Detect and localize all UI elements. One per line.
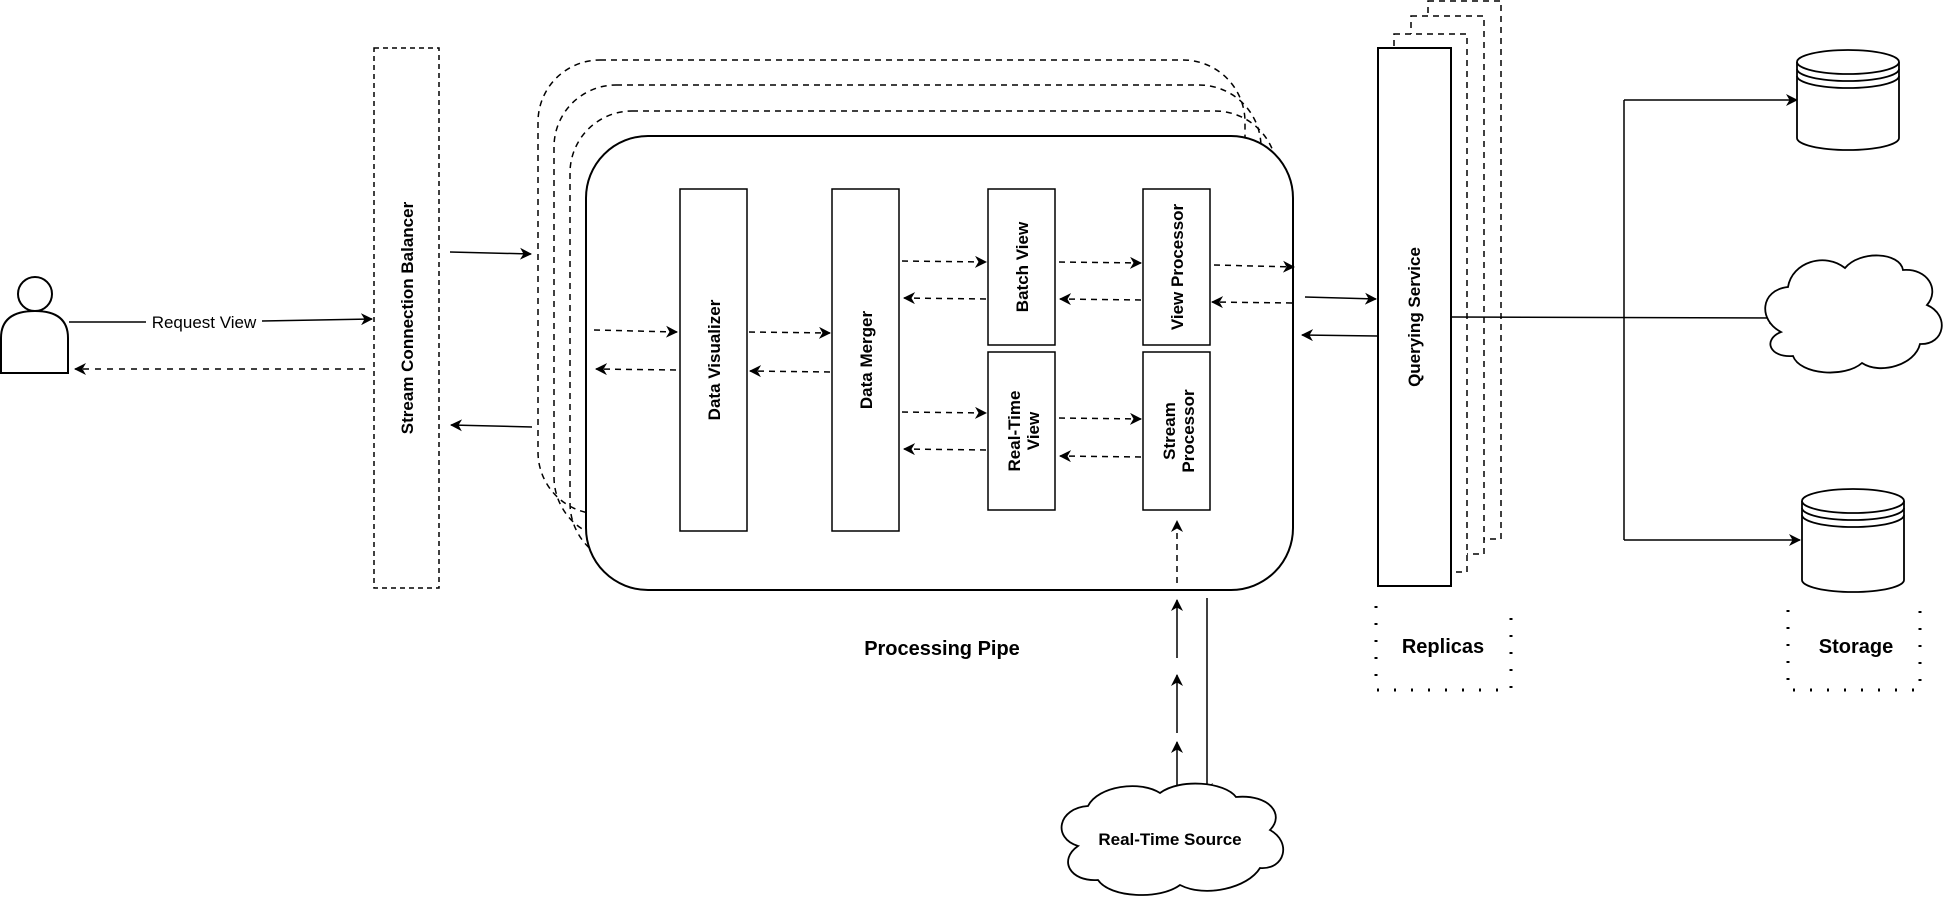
- storage-group: [1786, 604, 1922, 692]
- storage-connectors: [1451, 94, 1801, 546]
- balancer-to-pipe-arrow: [449, 247, 532, 260]
- stream-processor-label-1: Stream: [1160, 402, 1179, 460]
- stream-processor-label-2: Processor: [1179, 389, 1198, 473]
- storage-label: Storage: [1819, 636, 1893, 658]
- request-view-label: Request View: [152, 313, 257, 332]
- merger-to-batch-arrow: [901, 255, 987, 268]
- view-processor-label: View Processor: [1168, 203, 1187, 330]
- batch-view-label: Batch View: [1013, 221, 1032, 312]
- processing-pipe-label: Processing Pipe: [864, 638, 1020, 660]
- batch-to-merger-arrow: [903, 292, 987, 305]
- viewproc-to-batch-arrow: [1059, 293, 1142, 306]
- pipe-edge-to-viewproc-arrow: [1211, 296, 1293, 309]
- processing-pipe: [585, 135, 1294, 591]
- data-visualizer-label: Data Visualizer: [705, 299, 724, 420]
- pipe-in-arrow: [593, 325, 678, 338]
- pipe-to-querying-arrow: [1304, 292, 1377, 305]
- querying-service-label: Querying Service: [1405, 247, 1424, 387]
- data-merger: [831, 188, 900, 532]
- visualizer-to-merger-arrow: [748, 326, 831, 339]
- realtime-to-streamproc-arrow: [1058, 412, 1142, 425]
- realtime-view: [987, 351, 1056, 511]
- merger-to-realtime-arrow: [901, 406, 987, 419]
- stream-connection-balancer: [373, 47, 440, 589]
- request-view-arrow: Request View: [69, 313, 373, 332]
- realtime-view-label-2: View: [1024, 411, 1043, 450]
- pipe-to-balancer-arrow: [450, 419, 533, 432]
- data-merger-label: Data Merger: [857, 310, 876, 409]
- merger-to-visualizer-arrow: [749, 365, 831, 378]
- data-visualizer: [679, 188, 748, 532]
- balancer-label: Stream Connection Balancer: [398, 201, 417, 434]
- cloud-storage-icon: [1764, 254, 1943, 374]
- replicas-label: Replicas: [1402, 636, 1484, 658]
- internal-arrows: [748, 255, 1295, 583]
- viewproc-to-pipe-edge-arrow: [1213, 260, 1295, 273]
- pipe-out-arrow: [595, 363, 677, 376]
- user-actor-icon: [0, 276, 69, 374]
- querying-service: [1377, 47, 1452, 587]
- querying-to-pipe-arrow: [1301, 329, 1378, 342]
- database-icon-2: [1801, 488, 1905, 593]
- batch-to-viewproc-arrow: [1058, 256, 1142, 269]
- database-icon: [1796, 49, 1900, 151]
- stream-processor: [1142, 351, 1211, 511]
- view-processor: [1142, 188, 1211, 346]
- realtime-source-cloud-icon: [1060, 782, 1285, 896]
- batch-view: [987, 188, 1056, 346]
- streamproc-to-realtime-arrow: [1059, 450, 1142, 463]
- realtime-to-merger-arrow: [903, 443, 987, 456]
- realtime-view-label-1: Real-Time: [1005, 391, 1024, 472]
- realtime-source-label: Real-Time Source: [1098, 830, 1241, 849]
